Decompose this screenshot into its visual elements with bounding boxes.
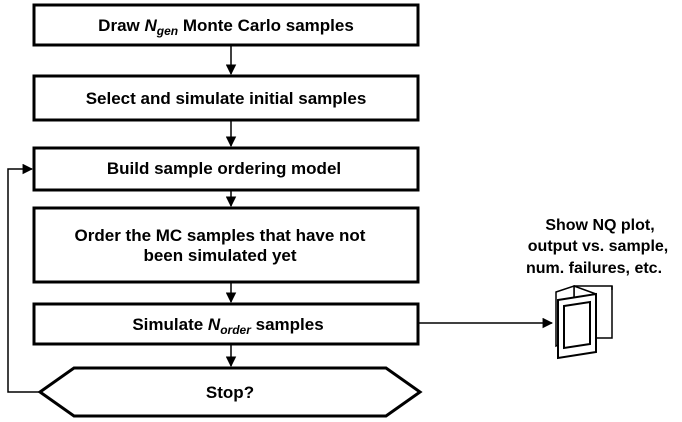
step-simulate-box (32, 302, 420, 346)
step-build-box (32, 146, 420, 192)
decision-stop-label: Stop? (206, 383, 254, 402)
loop-back-arrow (7, 163, 40, 393)
step-simulate-label: Simulate Norder samples (132, 315, 323, 337)
step-order-box (32, 206, 420, 284)
step-draw-label: Draw Ngen Monte Carlo samples (98, 16, 354, 38)
step-select-label: Select and simulate initial samples (86, 89, 367, 108)
display-note-line3: num. failures, etc. (526, 260, 662, 277)
display-note-line2: output vs. sample, (528, 238, 668, 255)
step-order-label-line1: Order the MC samples that have not (75, 226, 366, 245)
display-note-line1: Show NQ plot, (545, 217, 654, 234)
step-build-label: Build sample ordering model (107, 159, 341, 178)
step-select-box (32, 74, 420, 122)
monitor-icon (555, 284, 613, 360)
decision-stop-shape (37, 366, 423, 418)
step-draw-box (32, 3, 420, 47)
step-order-label-line2: been simulated yet (143, 246, 296, 265)
